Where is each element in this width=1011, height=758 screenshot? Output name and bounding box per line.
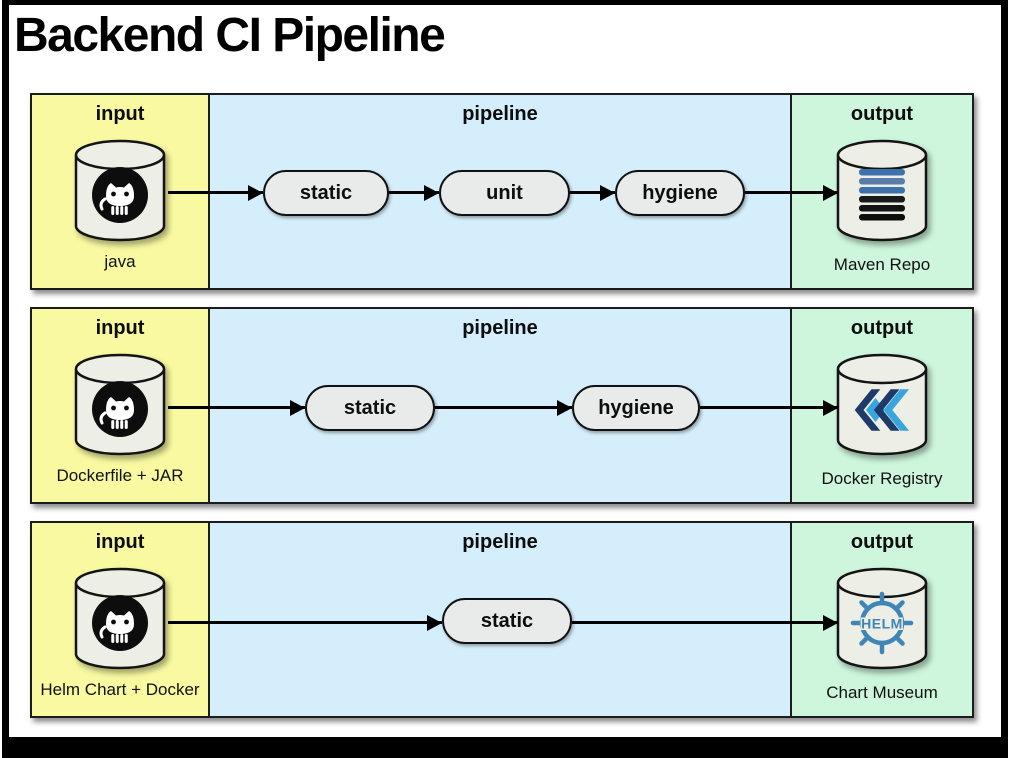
source-repo-cylinder	[74, 139, 166, 242]
output-repo-cylinder	[836, 139, 928, 242]
output-repo-cylinder: HELM	[836, 567, 928, 670]
input-section-header: input	[95, 531, 145, 553]
pipeline-section-header: pipeline	[462, 103, 538, 125]
source-repo-cylinder	[74, 353, 166, 456]
output-repo-cylinder	[836, 353, 928, 456]
pipeline-section: pipeline	[210, 309, 790, 502]
output-section: output HELM Chart Museum	[790, 523, 972, 716]
helm-logo-text: HELM	[861, 616, 903, 632]
helm-icon: HELM	[850, 591, 914, 655]
input-section: input Dockerfile + JAR	[32, 309, 210, 502]
pipeline-row-helm: input Helm Chart + Docker pipeline	[30, 521, 974, 718]
output-section-header: output	[850, 531, 914, 553]
input-source-label: Helm Chart + Docker	[40, 680, 200, 699]
input-section: input java	[32, 95, 210, 288]
output-section: output Docker Registry	[790, 309, 972, 502]
input-source-label: java	[104, 252, 136, 271]
output-section: output Maven Repo	[790, 95, 972, 288]
pipeline-section-header: pipeline	[462, 531, 538, 553]
pipeline-section-header: pipeline	[462, 317, 538, 339]
pipeline-section: pipeline	[210, 523, 790, 716]
input-source-label: Dockerfile + JAR	[56, 466, 184, 485]
source-repo-cylinder	[74, 567, 166, 670]
input-section-header: input	[95, 103, 145, 125]
output-destination-label: Maven Repo	[833, 255, 931, 274]
input-section: input Helm Chart + Docker	[32, 523, 210, 716]
output-section-header: output	[850, 317, 914, 339]
pipeline-row-docker: input Dockerfile + JAR pipeline	[30, 307, 974, 504]
page-title: Backend CI Pipeline	[14, 9, 446, 62]
maven-icon	[859, 169, 905, 221]
pipeline-section: pipeline	[210, 95, 790, 288]
output-section-header: output	[850, 103, 914, 125]
input-section-header: input	[95, 317, 145, 339]
docker-registry-icon	[854, 389, 910, 431]
output-destination-label: Docker Registry	[821, 469, 943, 488]
github-icon	[92, 595, 148, 651]
output-destination-label: Chart Museum	[826, 683, 938, 702]
pipeline-row-java: input java pipeline output	[30, 93, 974, 290]
github-icon	[92, 167, 148, 223]
github-icon	[92, 381, 148, 437]
